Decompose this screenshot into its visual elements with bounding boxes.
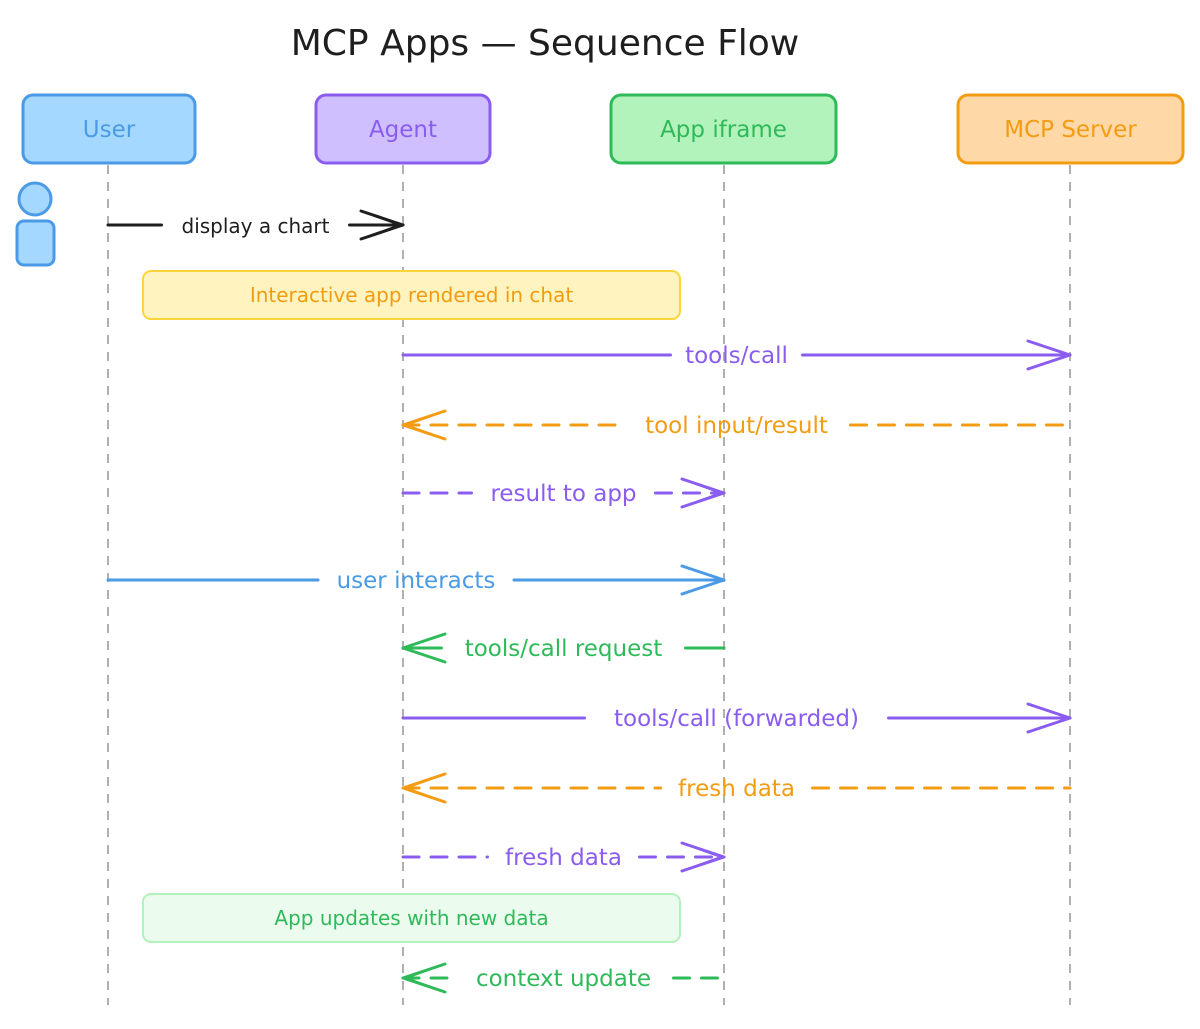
arrowhead xyxy=(680,564,726,596)
message-label: user interacts xyxy=(337,568,496,594)
participant-label: MCP Server xyxy=(1004,117,1137,143)
note-label: Interactive app rendered in chat xyxy=(250,283,574,307)
participant-app: App iframe xyxy=(609,93,838,165)
message-label: result to app xyxy=(490,481,636,507)
message-label: fresh data xyxy=(678,776,795,802)
participant-label: Agent xyxy=(369,117,437,143)
participant-box xyxy=(21,93,197,165)
participant-server: MCP Server xyxy=(956,93,1185,165)
participants: User Agent App iframe MCP Server xyxy=(21,93,1185,165)
message-app-to-agent: context update xyxy=(401,962,726,994)
note: Interactive app rendered in chat xyxy=(142,270,681,320)
note-label: App updates with new data xyxy=(274,906,548,930)
message-label: tool input/result xyxy=(645,413,828,439)
note-box xyxy=(142,893,681,943)
message-label: context update xyxy=(476,966,651,992)
arrowhead-inner xyxy=(405,778,432,798)
participant-box xyxy=(314,93,492,165)
message-agent-to-server: tools/call xyxy=(401,339,1072,371)
participant-box xyxy=(609,93,838,165)
message-agent-to-app: fresh data xyxy=(401,841,726,873)
message-label: tools/call request xyxy=(465,636,663,662)
arrowhead-inner xyxy=(405,415,432,435)
message-user-to-app: user interacts xyxy=(106,564,726,596)
arrowhead-inner xyxy=(405,968,432,988)
message-agent-to-server: tools/call (forwarded) xyxy=(401,702,1072,734)
arrowhead xyxy=(1026,339,1072,371)
participant-label: User xyxy=(83,117,136,143)
message-server-to-agent: fresh data xyxy=(401,772,1072,804)
message-label: tools/call (forwarded) xyxy=(614,706,859,732)
participant-agent: Agent xyxy=(314,93,492,165)
note: App updates with new data xyxy=(142,893,681,943)
message-server-to-agent: tool input/result xyxy=(401,409,1072,441)
arrowhead xyxy=(1026,702,1072,734)
note-box xyxy=(142,270,681,320)
person-body xyxy=(15,219,56,267)
arrowhead-inner xyxy=(695,847,722,867)
message-user-to-agent: display a chart xyxy=(106,209,405,241)
message-app-to-agent: tools/call request xyxy=(401,632,726,664)
participant-box xyxy=(956,93,1185,165)
arrowhead-inner xyxy=(374,215,401,235)
participant-label: App iframe xyxy=(660,117,787,143)
diagram-title: MCP Apps — Sequence Flow xyxy=(291,23,800,64)
arrowhead-inner xyxy=(695,483,722,503)
participant-user: User xyxy=(21,93,197,165)
arrowhead xyxy=(401,632,447,664)
person-head xyxy=(17,181,53,217)
message-agent-to-app: result to app xyxy=(401,477,726,509)
message-label: display a chart xyxy=(182,214,330,238)
message-label: fresh data xyxy=(505,845,622,871)
person-icon xyxy=(15,181,56,267)
message-label: tools/call xyxy=(685,343,788,369)
